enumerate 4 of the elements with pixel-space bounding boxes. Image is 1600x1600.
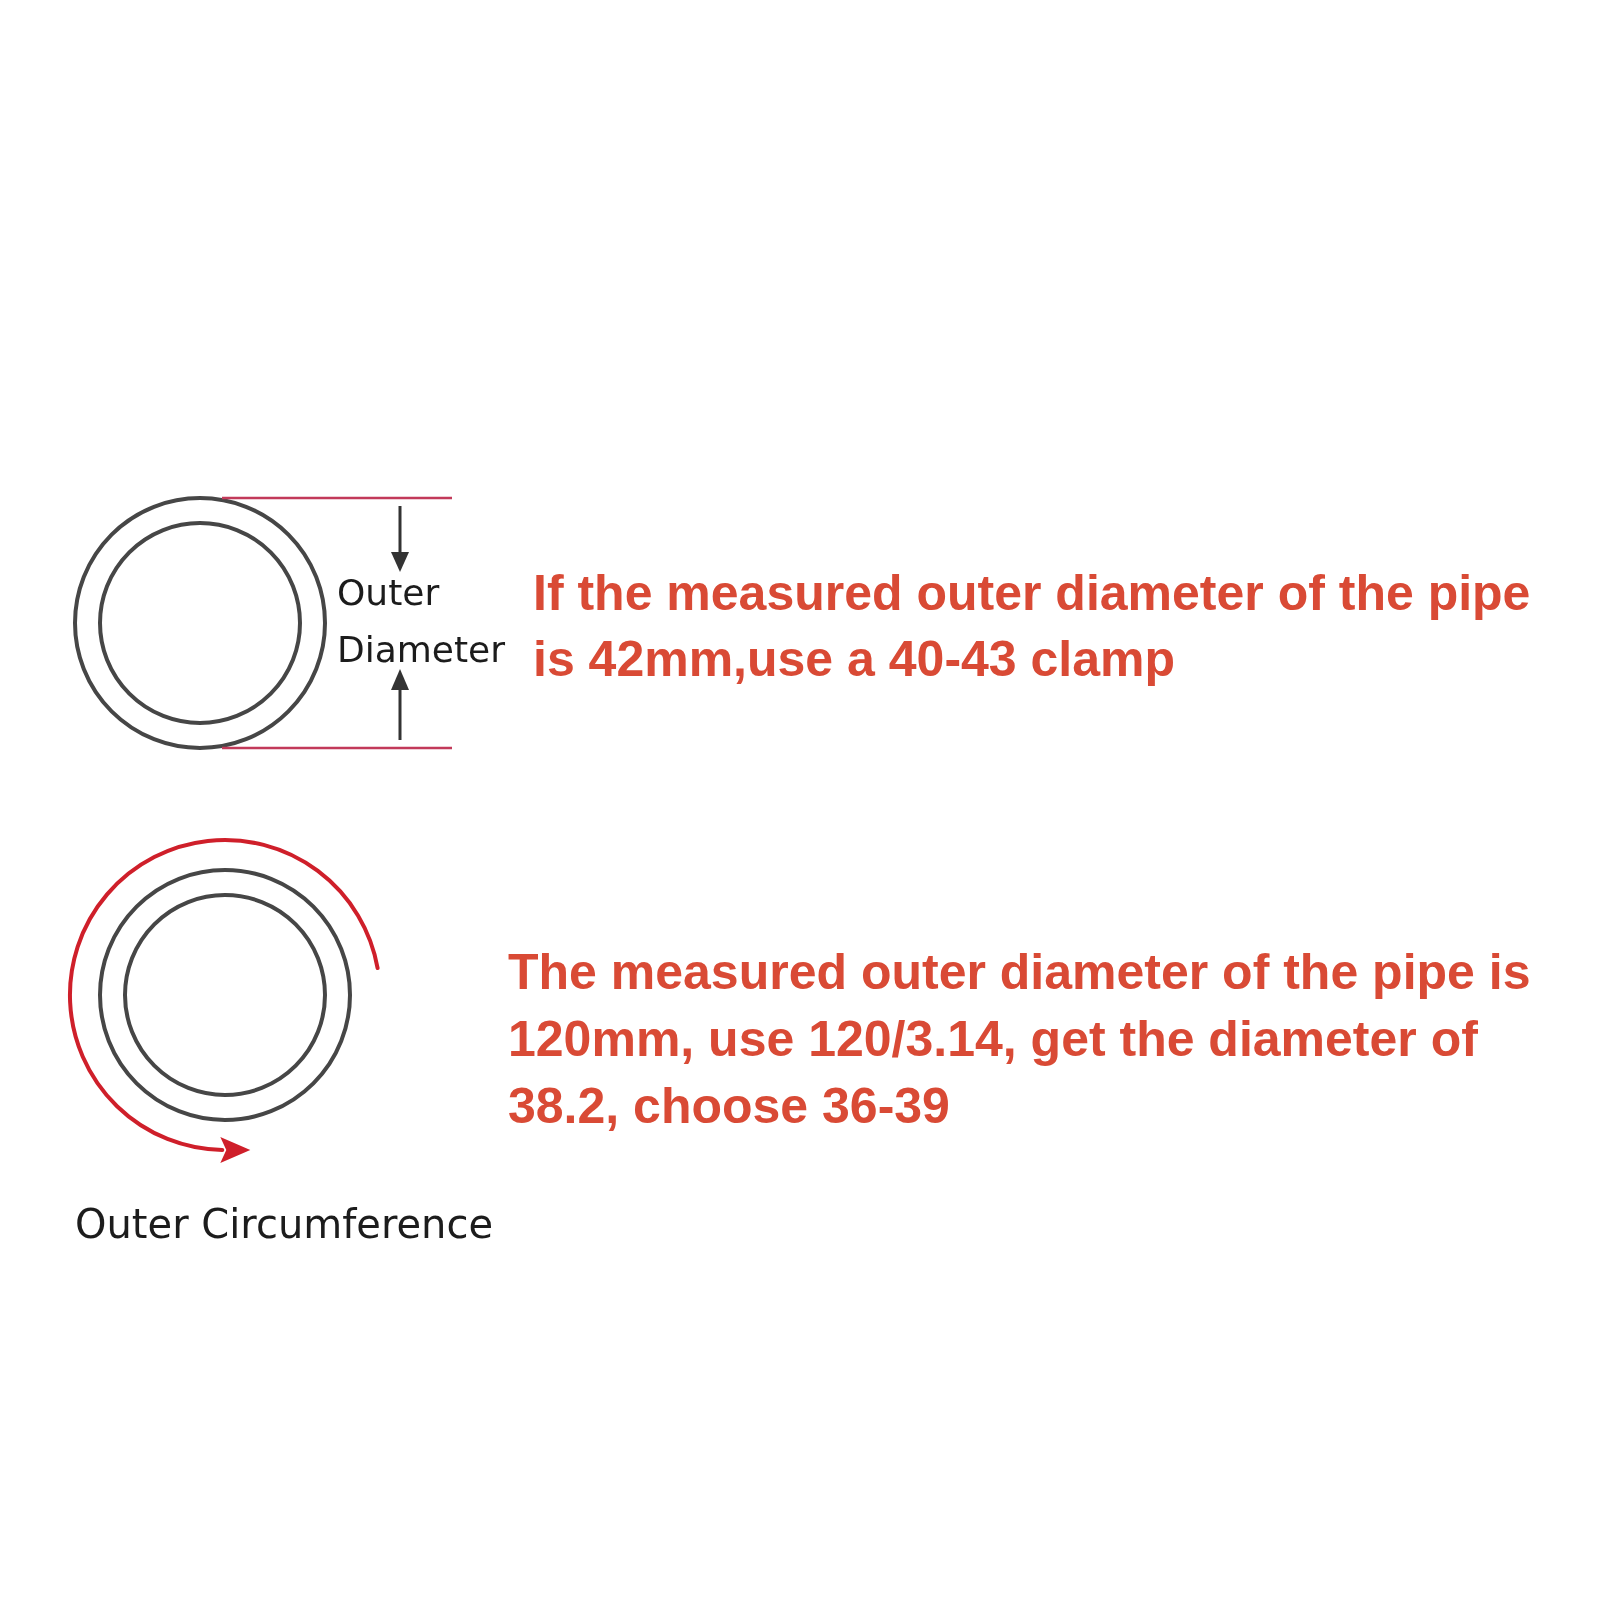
measurement-note: The measured outer diameter of the pipe is 120mm, use 120/3.14, get the diameter of 38.2, choose 36-39 xyxy=(508,943,1532,1136)
dimension-label: Outer Circumference xyxy=(75,1200,494,1248)
measurement-note: If the measured outer diameter of the pipe is 42mm,use a 40-43 clamp xyxy=(533,564,1532,689)
dimension-label: Outer Diameter xyxy=(337,571,507,672)
